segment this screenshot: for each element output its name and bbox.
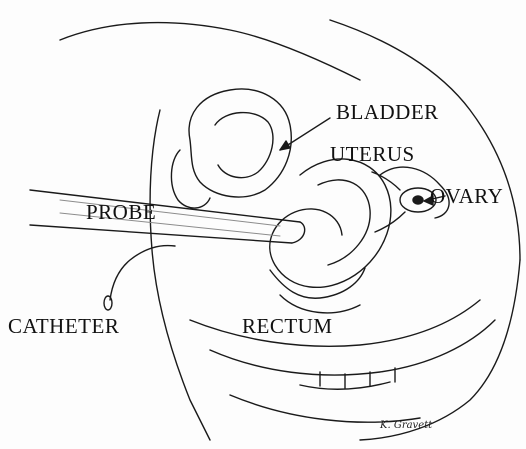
label-bladder: BLADDER	[336, 102, 439, 123]
bladder-arrowhead	[280, 141, 290, 150]
ovary-follicle	[413, 196, 423, 204]
body-outline	[60, 23, 360, 80]
label-uterus: UTERUS	[330, 144, 415, 165]
catheter-tube	[110, 246, 175, 300]
label-probe: PROBE	[86, 202, 156, 223]
label-ovary: OVARY	[430, 186, 503, 207]
pubic-bone	[171, 150, 210, 208]
rectum-outline	[270, 268, 365, 298]
sacrum-curve	[360, 260, 520, 440]
abdominal-wall	[150, 110, 210, 440]
label-catheter: CATHETER	[8, 316, 119, 337]
label-rectum: RECTUM	[242, 316, 333, 337]
back-contour	[330, 20, 520, 260]
uterus-outline	[270, 159, 391, 287]
uterus-inner	[318, 180, 370, 265]
bladder-inner	[215, 113, 273, 178]
lower-fold-1	[190, 300, 480, 346]
bladder-outline	[189, 89, 291, 197]
probe-shaft-bottom	[30, 225, 292, 243]
artist-signature: K. Gravett	[380, 420, 432, 431]
tail-contour	[230, 395, 420, 422]
probe-shaft-top	[30, 190, 300, 222]
catheter-bulb	[104, 296, 112, 310]
probe-tip	[292, 222, 305, 243]
